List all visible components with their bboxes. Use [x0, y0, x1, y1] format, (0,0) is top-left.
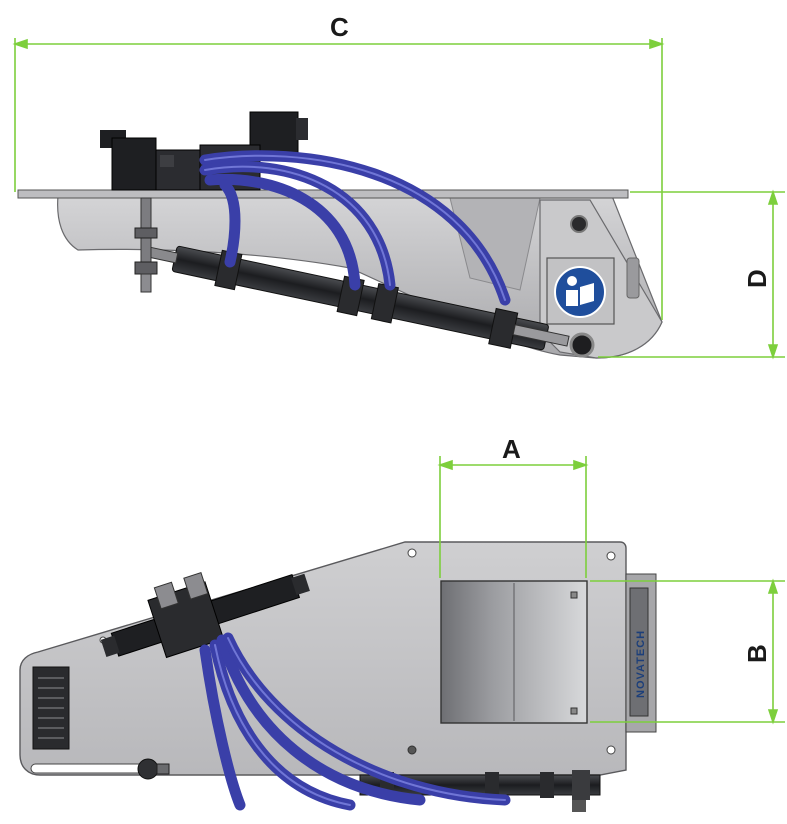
plan-knob	[137, 758, 159, 780]
plan-hole-1	[407, 548, 417, 558]
dimension-d-label: D	[742, 269, 772, 288]
dimension-d	[598, 189, 785, 360]
plan-window-screw-top	[570, 591, 578, 599]
dimension-c-label: C	[330, 12, 349, 42]
plan-hoses	[199, 632, 511, 811]
plan-brand-text: NOVATECH	[635, 630, 647, 698]
dimension-b-label: B	[742, 644, 772, 663]
side-tab	[626, 257, 640, 299]
plan-label-lines	[38, 677, 64, 739]
side-screw-bottom	[569, 332, 595, 358]
dimension-b	[590, 578, 785, 725]
side-valve-left	[100, 130, 207, 191]
read-manual-icon	[554, 266, 606, 318]
plan-slot	[30, 763, 150, 774]
dimension-a-label: A	[502, 434, 521, 464]
plan-hole-2	[606, 551, 616, 561]
side-view: C D	[12, 12, 785, 360]
side-mount-bolt	[134, 197, 158, 293]
plan-window-screw-bottom	[570, 707, 578, 715]
plan-knob-tab	[156, 763, 170, 775]
plan-hole-3	[606, 745, 616, 755]
side-hoses	[199, 150, 511, 306]
side-screw-top	[570, 215, 588, 233]
plan-valve-block	[100, 572, 310, 659]
plan-side-rail-inner	[629, 587, 649, 717]
side-top-plate	[17, 189, 629, 199]
plan-hole-4	[407, 745, 417, 755]
plan-view: NOVATECH	[19, 434, 785, 812]
dimension-a	[437, 456, 589, 578]
dimension-c	[12, 38, 665, 320]
